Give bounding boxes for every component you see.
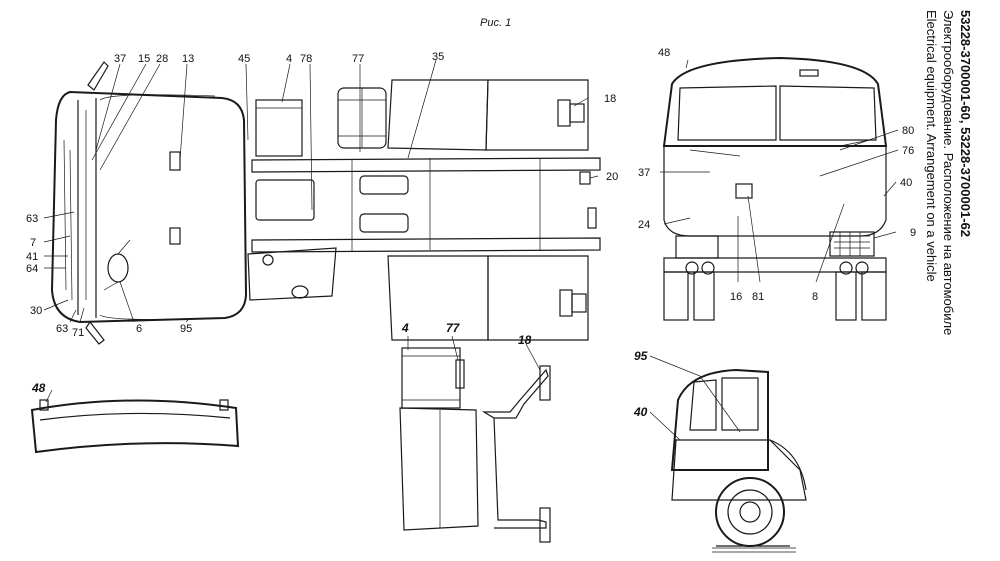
- callout-6: 6: [136, 323, 142, 335]
- caption-model: 53228-3700001-60, 53228-3700001-62: [958, 10, 973, 237]
- front-view: [662, 56, 888, 321]
- callout-78: 78: [300, 53, 312, 65]
- callout-9: 9: [910, 227, 916, 239]
- callout-95: 95: [180, 323, 192, 335]
- callout-18-detail: 18: [518, 333, 532, 347]
- callout-41: 41: [26, 251, 38, 263]
- callout-77-detail: 77: [446, 321, 461, 335]
- plan-view: [50, 61, 601, 345]
- callout-30: 30: [30, 305, 42, 317]
- leader-lines: [43, 59, 899, 441]
- callout-24: 24: [638, 219, 650, 231]
- callout-15: 15: [138, 53, 150, 65]
- callout-37-front: 37: [638, 167, 650, 179]
- callout-63b: 63: [56, 323, 68, 335]
- callout-77: 77: [352, 53, 364, 65]
- callout-63a: 63: [26, 213, 38, 225]
- callout-20: 20: [606, 171, 618, 183]
- front-callouts: 48 80 76 37 40 24 9 16 81 8: [638, 47, 916, 303]
- side-view: [670, 368, 807, 553]
- detail-callouts: 4 77 18: [401, 321, 532, 347]
- callout-45: 45: [238, 53, 250, 65]
- plan-callouts: 37 15 28 13 45 4 78 77 35 18 20 63 7 41 …: [26, 51, 618, 339]
- callout-4-detail: 4: [401, 321, 409, 335]
- callout-7: 7: [30, 237, 36, 249]
- callout-95-side: 95: [634, 349, 648, 363]
- figure-title: Рис. 1: [480, 17, 512, 29]
- callout-28: 28: [156, 53, 168, 65]
- callout-13: 13: [182, 53, 194, 65]
- side-callouts: 95 40: [633, 349, 648, 419]
- callout-16: 16: [730, 291, 742, 303]
- callout-35: 35: [432, 51, 444, 63]
- roof-callouts: 48: [31, 381, 46, 395]
- detail-view: [399, 347, 551, 543]
- callout-48-roof: 48: [31, 381, 46, 395]
- callout-4: 4: [286, 53, 292, 65]
- callout-40-side: 40: [633, 405, 648, 419]
- callout-80: 80: [902, 125, 914, 137]
- caption-ru: Электрооборудование. Расположение на авт…: [941, 10, 956, 336]
- caption-en: Electrical equipment. Arrangement on a v…: [924, 10, 939, 282]
- callout-40-front: 40: [900, 177, 912, 189]
- callout-64: 64: [26, 263, 38, 275]
- callout-48-front: 48: [658, 47, 670, 59]
- callout-81: 81: [752, 291, 764, 303]
- vertical-caption: 53228-3700001-60, 53228-3700001-62 Элект…: [914, 10, 974, 530]
- callout-8: 8: [812, 291, 818, 303]
- callout-76: 76: [902, 145, 914, 157]
- callout-18: 18: [604, 93, 616, 105]
- callout-71: 71: [72, 327, 84, 339]
- callout-37: 37: [114, 53, 126, 65]
- roof-spoiler-view: [30, 399, 240, 454]
